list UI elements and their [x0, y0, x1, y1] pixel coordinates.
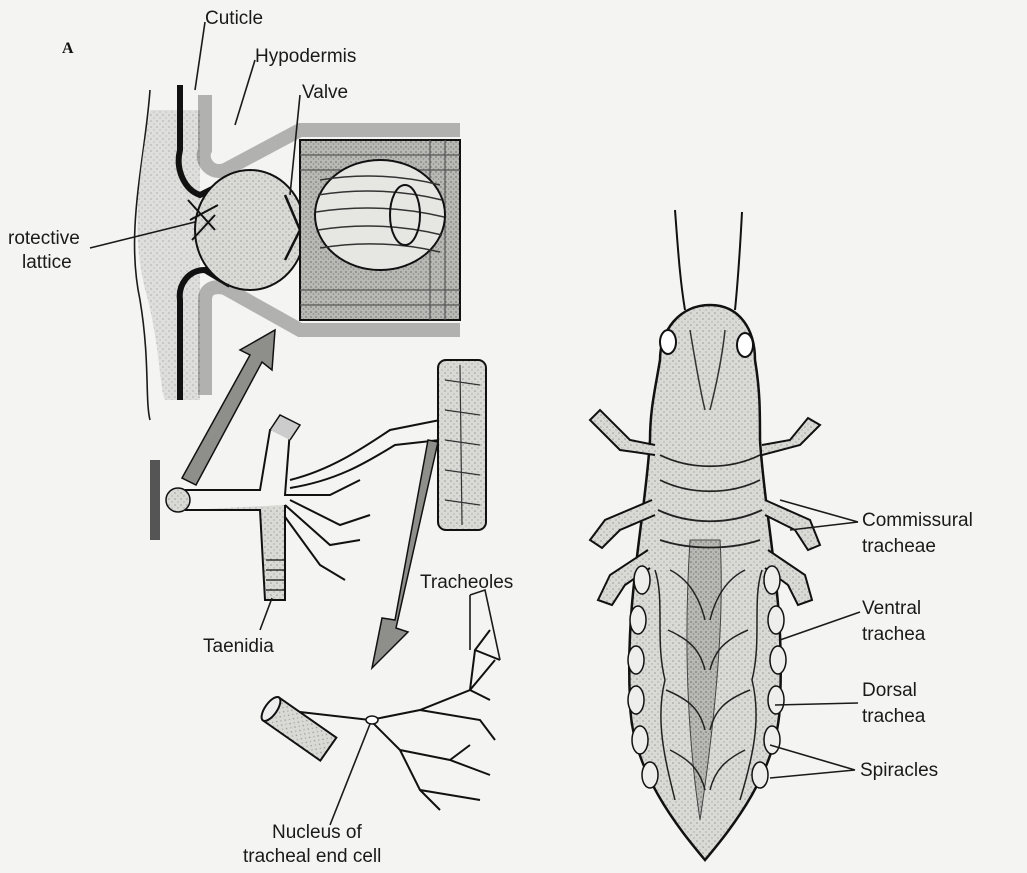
label-ventral-2: trachea [862, 624, 925, 646]
muscle-fiber [438, 360, 486, 530]
label-hypodermis: Hypodermis [255, 46, 356, 68]
label-protective-lattice-2: lattice [22, 252, 72, 274]
label-ventral-1: Ventral [862, 598, 921, 620]
label-cuticle: Cuticle [205, 8, 263, 30]
label-commissural-2: tracheae [862, 536, 936, 558]
insect-larva [590, 210, 820, 860]
spiracle-cross-section [135, 85, 460, 420]
panel-letter: A [62, 40, 74, 58]
tracheal-branch [150, 415, 440, 600]
label-nucleus-1: Nucleus of [272, 822, 362, 844]
label-nucleus-2: tracheal end cell [243, 846, 381, 868]
label-dorsal-2: trachea [862, 706, 925, 728]
zoom-arrow-tracheoles [372, 440, 438, 668]
label-valve: Valve [302, 82, 348, 104]
label-tracheoles: Tracheoles [420, 572, 513, 594]
label-spiracles: Spiracles [860, 760, 938, 782]
label-taenidia: Taenidia [203, 636, 274, 658]
label-commissural-1: Commissural [862, 510, 973, 532]
label-protective-lattice-1: rotective [8, 228, 80, 250]
label-dorsal-1: Dorsal [862, 680, 917, 702]
